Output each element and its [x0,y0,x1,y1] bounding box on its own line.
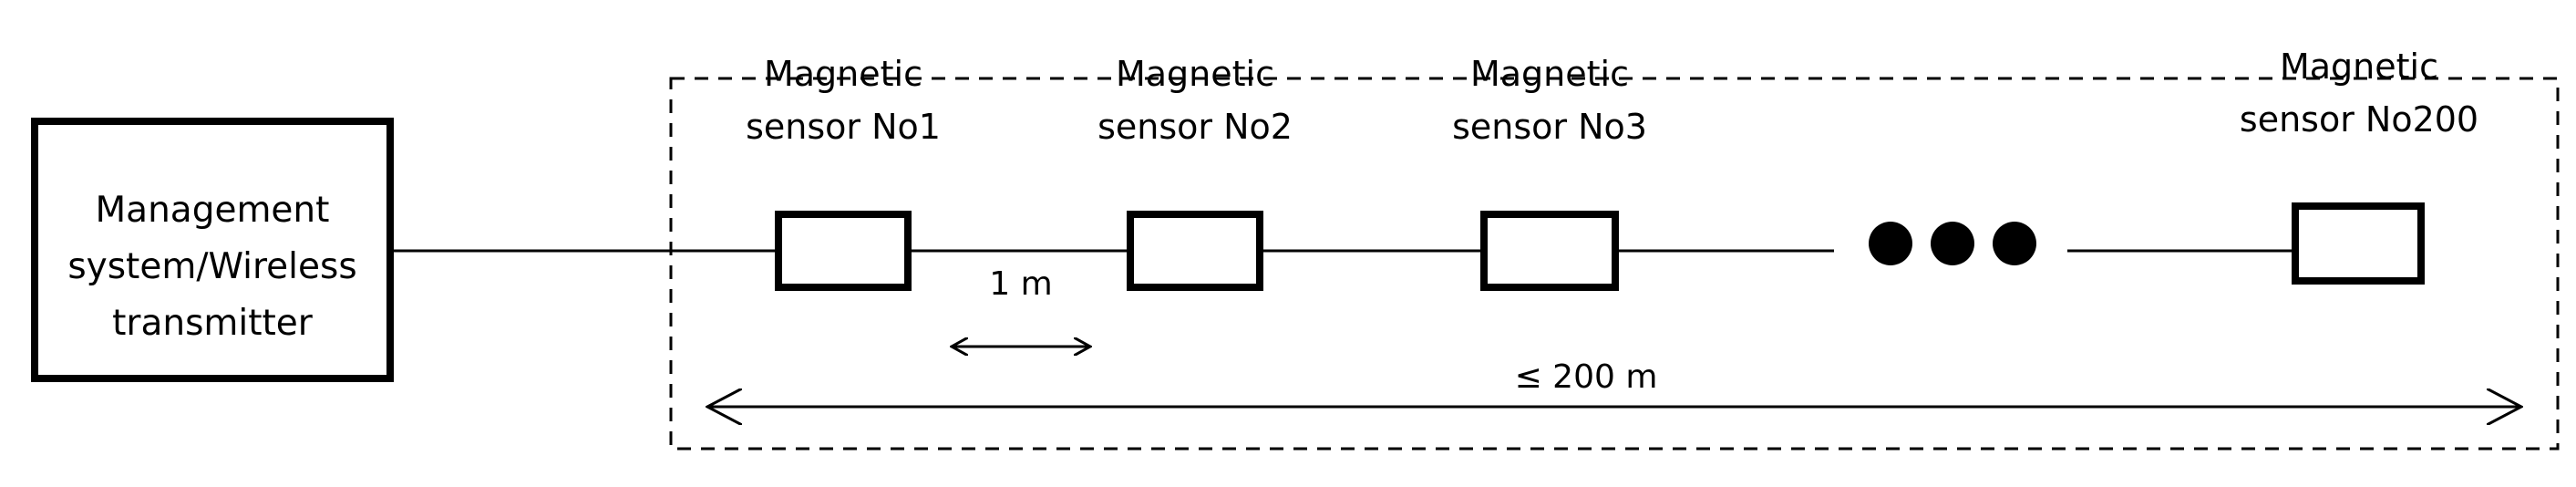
management-label-line3: transmitter [112,303,313,344]
sensor-label-1: Magnetic sensor No1 [706,47,980,153]
spacing-label: 1 m [989,265,1053,303]
total-length-label: ≤ 200 m [1514,358,1658,396]
ellipsis-dot [1993,222,2036,265]
ellipsis-dot [1869,222,1912,265]
sensor-label-2-line1: Magnetic [1115,54,1274,94]
sensor-label-3-line2: sensor No3 [1452,107,1647,147]
sensor-box-1 [775,211,912,291]
sensor-label-200-line2: sensor No200 [2239,99,2479,140]
ellipsis-dot [1931,222,1974,265]
deployment-boundary [669,77,2560,451]
sensor-label-3-line1: Magnetic [1469,54,1629,94]
sensor-label-2: Magnetic sensor No2 [1058,47,1332,153]
sensor-box-200 [2292,202,2425,285]
sensor-label-200: Magnetic sensor No200 [2222,40,2496,146]
sensor-box-3 [1480,211,1619,291]
sensor-label-3: Magnetic sensor No3 [1413,47,1686,153]
sensor-label-1-line2: sensor No1 [746,107,941,147]
management-box [31,118,394,382]
sensor-label-2-line2: sensor No2 [1097,107,1293,147]
management-label-line1: Management [95,190,330,231]
management-label-line2: system/Wireless [67,246,357,287]
sensor-label-1-line1: Magnetic [763,54,922,94]
sensor-label-200-line1: Magnetic [2279,47,2438,87]
sensor-box-2 [1127,211,1263,291]
management-label: Management system/Wireless transmitter [35,182,390,352]
